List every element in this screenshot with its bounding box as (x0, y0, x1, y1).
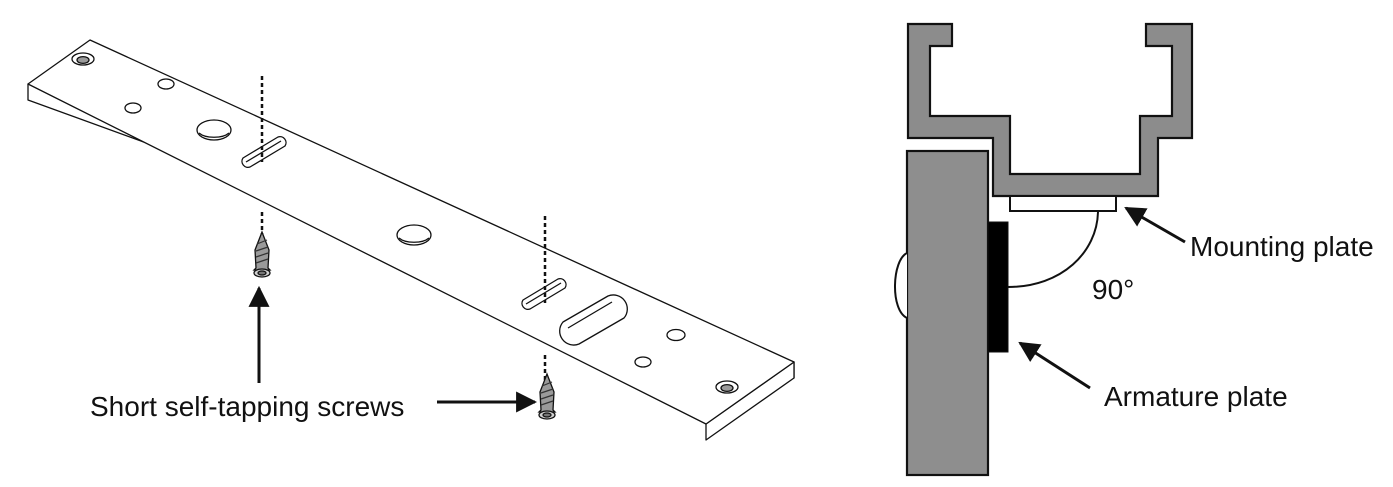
small-hole (124, 102, 142, 114)
countersunk-hole-right (715, 380, 739, 394)
arrow-to-mounting-plate (1124, 206, 1186, 244)
large-hole (396, 224, 432, 246)
armature-plate-label: Armature plate (1104, 381, 1288, 412)
mounting-plate-illustration (27, 39, 795, 441)
small-hole (634, 356, 652, 368)
door-section (905, 149, 990, 477)
small-hole (157, 78, 175, 90)
door-handle-bump (894, 252, 908, 319)
mounting-plate-label: Mounting plate (1190, 231, 1374, 262)
small-hole (666, 328, 686, 342)
armature-plate-section (987, 221, 1009, 353)
arrow-to-armature-plate (1018, 341, 1091, 390)
countersunk-hole-left (71, 52, 95, 66)
oval-slot (559, 294, 628, 346)
screw-icon (537, 372, 557, 420)
angle-arc (1007, 211, 1099, 288)
slot (241, 136, 287, 168)
large-hole (196, 119, 232, 141)
angle-label: 90° (1092, 274, 1134, 305)
screw-icon (252, 230, 272, 278)
screws-label: Short self-tapping screws (90, 391, 404, 422)
mounting-plate-section (1009, 195, 1117, 212)
